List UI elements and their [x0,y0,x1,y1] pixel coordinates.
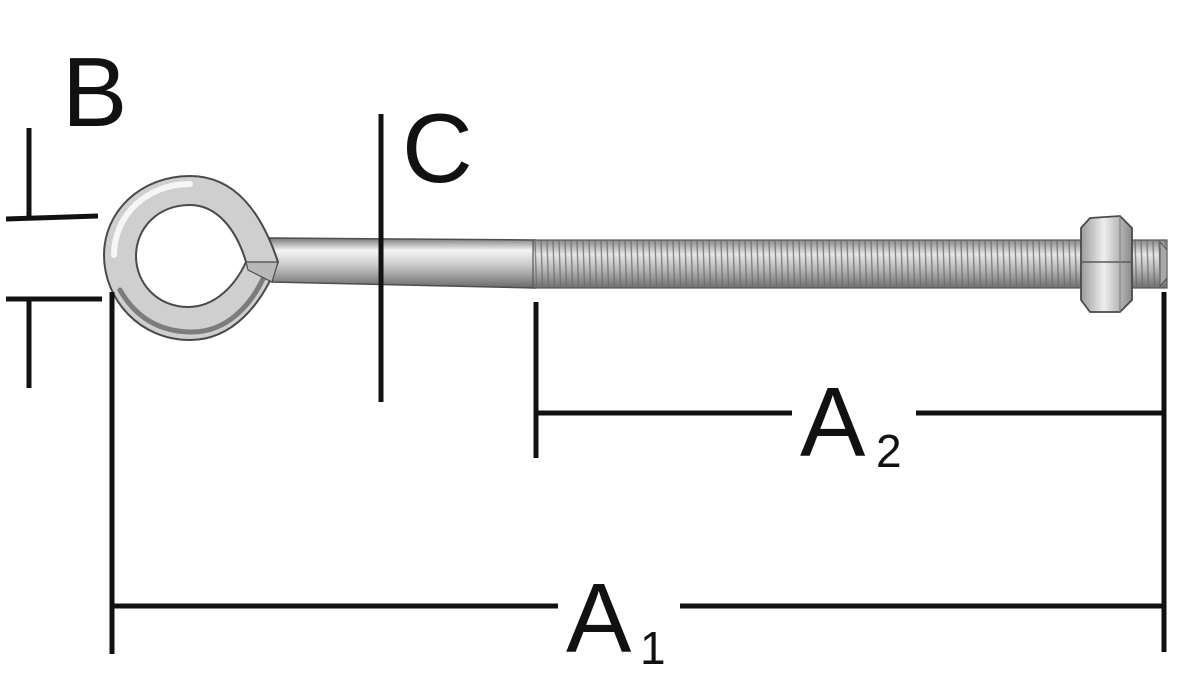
threaded-rod [532,239,1168,289]
dimension-a1: A 1 [109,292,1164,674]
label-a2-subscript: 2 [876,425,902,477]
label-a1-main: A [566,563,632,673]
label-a1-subscript: 1 [640,622,666,674]
dimension-b: B [5,37,127,388]
eye-bolt [102,174,1168,342]
dimension-a2: A 2 [533,292,1167,652]
hex-nut [1080,215,1133,313]
shank [269,237,536,289]
label-a2: A [800,367,866,477]
label-a2-main: A [800,367,866,477]
label-b: B [62,37,127,147]
eye-loop [102,174,280,342]
label-c: C [402,93,473,203]
dimension-c: C [378,93,473,402]
label-a1: A [566,563,632,673]
